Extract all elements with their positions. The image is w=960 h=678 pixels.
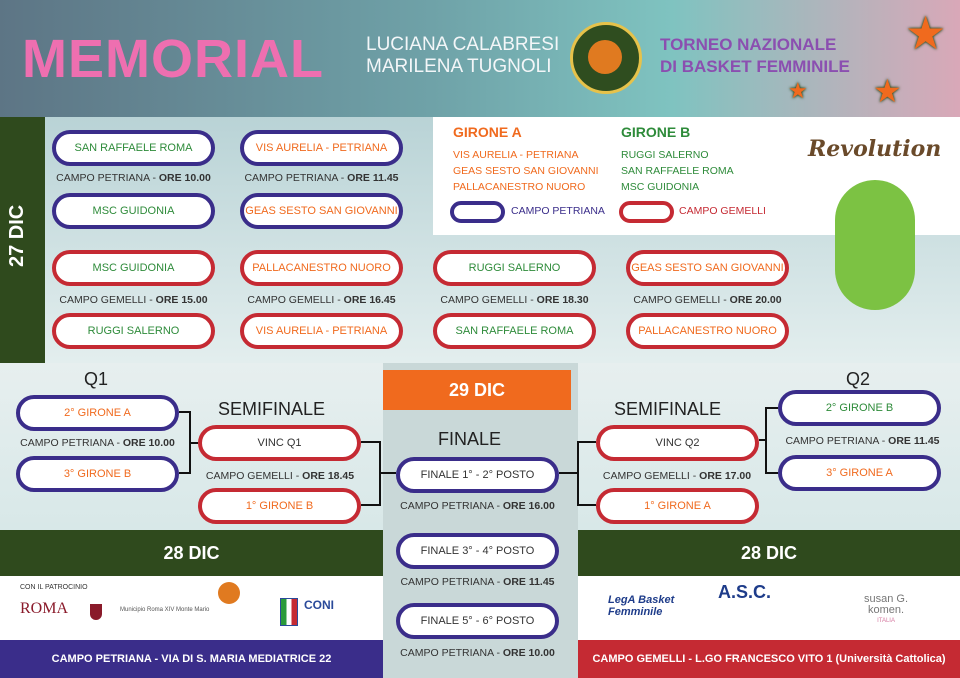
patrocinio-label: CON IL PATROCINIO [20,584,88,591]
group-b-title: GIRONE B [621,124,691,140]
day28-left-header: 28 DIC [0,530,383,576]
memorial-title: MEMORIAL [22,29,324,89]
match-caption: CAMPO PETRIANA - ORE 10.00 [56,172,211,184]
basketball-icon [588,40,622,74]
team-box: 1° GIRONE B [198,488,361,524]
match-caption: CAMPO GEMELLI - ORE 18.30 [440,294,589,306]
team-box: 3° GIRONE A [778,455,941,491]
match-caption: CAMPO PETRIANA - ORE 10.00 [400,647,555,659]
footer-gemelli-address: CAMPO GEMELLI - L.GO FRANCESCO VITO 1 (U… [578,640,960,678]
star-icon: ★ [788,78,808,103]
team-box: RUGGI SALERNO [52,313,215,349]
day28-right-header: 28 DIC [578,530,960,576]
revolution-logo: Revolution [808,136,942,162]
bracket-line-semi-right [559,441,596,506]
finale-label: FINALE [438,429,502,449]
final-box: FINALE 3° - 4° POSTO [396,533,559,569]
asc-logo: A.S.C. [718,582,772,602]
team-box: VIS AURELIA - PETRIANA [240,313,403,349]
match-caption: CAMPO GEMELLI - ORE 20.00 [633,294,782,306]
star-icon: ★ [873,73,902,109]
turtle-mascot [835,180,915,310]
coni-logo: CONI [304,598,334,612]
legend-gemelli-label: CAMPO GEMELLI [679,205,766,217]
match-caption: CAMPO PETRIANA - ORE 11.45 [785,435,940,447]
match-caption: CAMPO GEMELLI - ORE 15.00 [59,294,208,306]
legend-petriana-swatch [450,201,505,223]
honoree-1: LUCIANA CALABRESI [366,34,560,55]
q1-label: Q1 [84,369,109,389]
match-caption: CAMPO GEMELLI - ORE 18.45 [205,470,355,482]
sponsors-left: CON IL PATROCINIO ROMA Municipio Roma XI… [0,576,383,640]
roma-logo: ROMA [20,600,69,617]
basket-club-logo [218,582,240,604]
final-box: FINALE 1° - 2° POSTO [396,457,559,493]
group-a-title: GIRONE A [453,124,522,140]
match-caption: CAMPO PETRIANA - ORE 10.00 [20,437,175,449]
team-box: 2° GIRONE A [16,395,179,431]
bracket-line-q1 [179,411,198,474]
team-box: MSC GUIDONIA [52,250,215,286]
team-box: SAN RAFFAELE ROMA [433,313,596,349]
honoree-2: MARILENA TUGNOLI [366,56,552,77]
legend-gemelli-swatch [619,201,674,223]
susan-komen-logo: susan G.komen.ITALIA [864,593,909,625]
match-caption: CAMPO PETRIANA - ORE 11.45 [400,576,555,588]
semifinal-right-label: SEMIFINALE [614,399,722,419]
final-box: FINALE 5° - 6° POSTO [396,603,559,639]
bracket-lines [179,407,778,506]
torneo-line2: DI BASKET FEMMINILE [660,57,850,76]
match-caption: CAMPO PETRIANA - ORE 16.00 [400,500,555,512]
bracket-line-q2 [759,407,778,474]
day27-strip: 27 DIC [0,117,45,363]
star-icon: ★ [905,7,947,59]
team-box: GEAS SESTO SAN GIOVANNI [240,193,403,229]
team-box: RUGGI SALERNO [433,250,596,286]
tournament-title: TORNEO NAZIONALE DI BASKET FEMMINILE [660,34,850,78]
team-box: VIS AURELIA - PETRIANA [240,130,403,166]
coni-shield-icon [280,598,298,626]
semifinal-left-label: SEMIFINALE [218,399,326,419]
team-box: 3° GIRONE B [16,456,179,492]
municipio-label: Municipio Roma XIV Monte Mario [120,607,210,613]
team-box: MSC GUIDONIA [52,193,215,229]
legend-petriana-label: CAMPO PETRIANA [511,205,605,217]
match-caption: CAMPO GEMELLI - ORE 16.45 [247,294,396,306]
team-box: 1° GIRONE A [596,488,759,524]
q2-label: Q2 [846,369,871,389]
team-box: 2° GIRONE B [778,390,941,426]
day27-label: 27 DIC [6,204,28,267]
team-box: VINC Q2 [596,425,759,461]
header-banner [0,0,960,117]
team-box: SAN RAFFAELE ROMA [52,130,215,166]
match-caption: CAMPO GEMELLI - ORE 17.00 [602,470,752,482]
day29-header: 29 DIC [383,370,571,410]
match-caption: CAMPO PETRIANA - ORE 11.45 [244,172,399,184]
torneo-line1: TORNEO NAZIONALE [660,35,837,54]
bracket-line-semi-left [361,441,396,506]
roma-shield-icon [90,604,102,620]
team-box: VINC Q1 [198,425,361,461]
footer-petriana-address: CAMPO PETRIANA - VIA DI S. MARIA MEDIATR… [0,640,383,678]
team-box: PALLACANESTRO NUORO [240,250,403,286]
team-box: PALLACANESTRO NUORO [626,313,789,349]
team-box: GEAS SESTO SAN GIOVANNI [626,250,789,286]
